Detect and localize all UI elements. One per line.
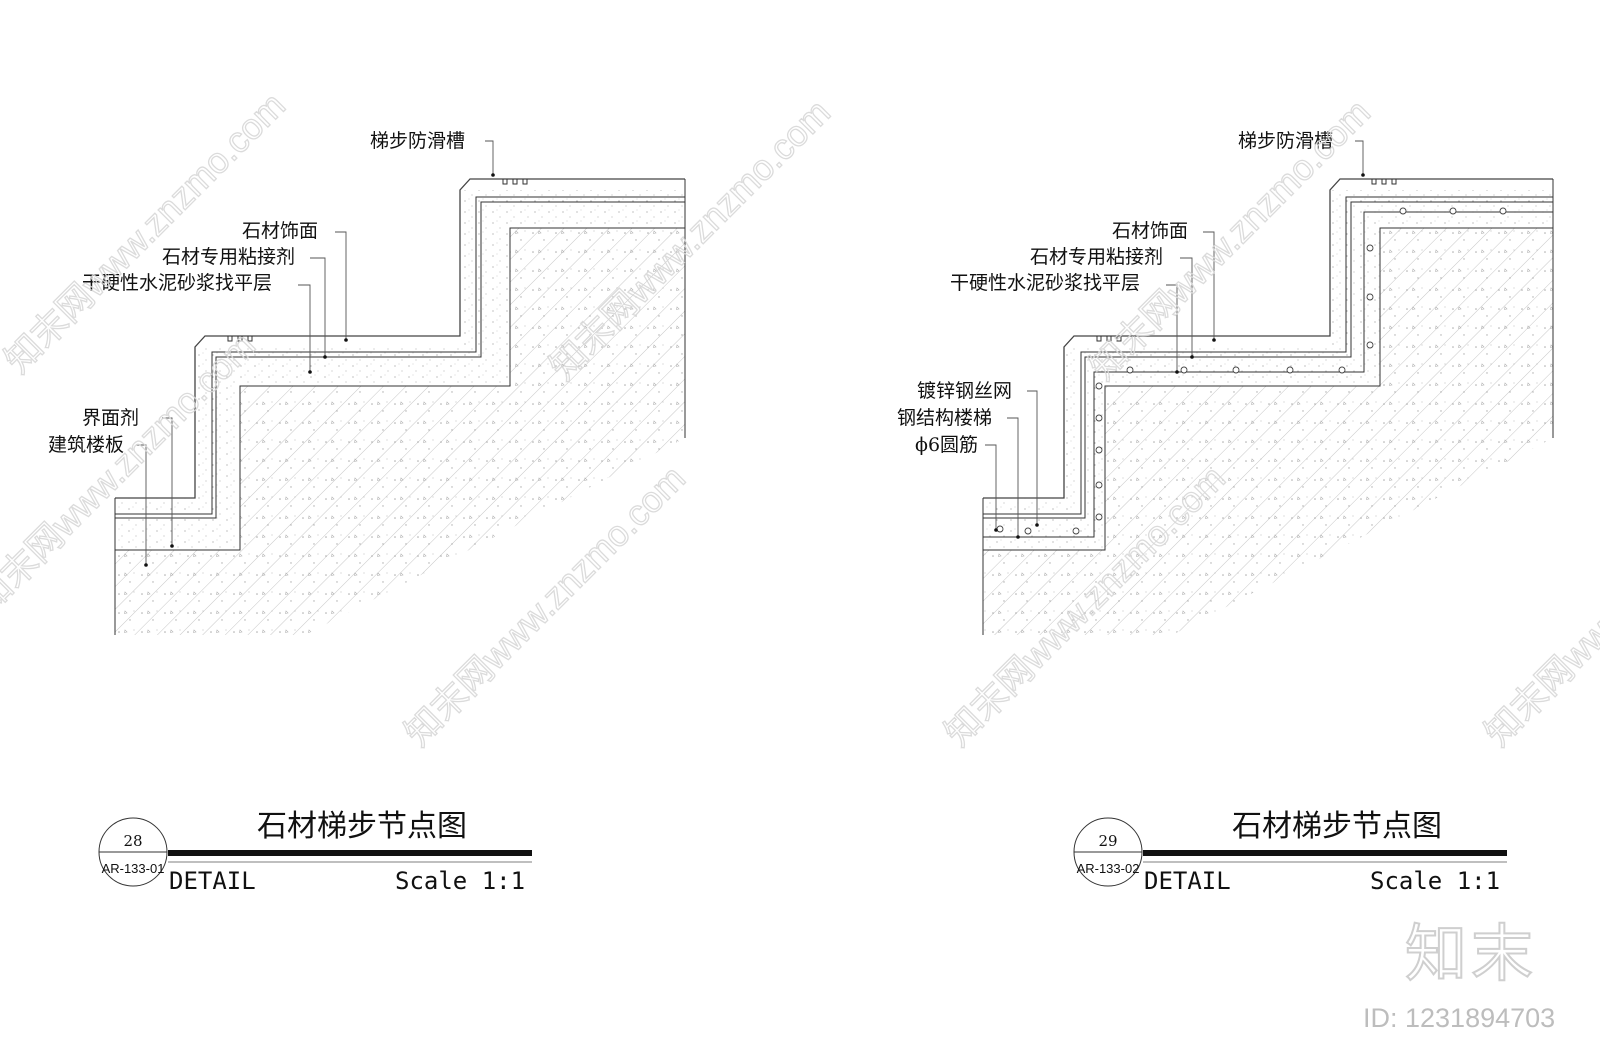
detail-number-right: 29 [1098,832,1117,850]
label-interface-agent-left: 界面剂 [82,407,139,429]
brand-logo: 知末 [1405,917,1537,990]
label-anti-slip-groove-right: 梯步防滑槽 [1238,130,1333,152]
label-stone-adhesive-right: 石材专用粘接剂 [1030,246,1163,268]
title-block-right: 29 AR-133-02 石材梯步节点图 DETAIL Scale 1:1 [1073,809,1507,895]
label-steel-stair-right: 钢结构楼梯 [897,407,992,429]
label-stone-adhesive-left: 石材专用粘接剂 [162,246,295,268]
groove-marks-right [1096,179,1397,342]
stone-outline-left [115,178,685,499]
finish-layers-right [983,190,1553,550]
leader-dots-left [144,173,495,567]
scale-text-left: Scale 1:1 [395,867,525,895]
rebar-circles-right [996,207,1507,535]
stone-outline-right [983,178,1553,499]
label-mortar-layer-left: 干硬性水泥砂浆找平层 [82,272,272,294]
label-stone-finish-left: 石材饰面 [242,220,318,242]
leader-dots-right [994,173,1365,539]
label-stone-finish-right: 石材饰面 [1112,220,1188,242]
label-building-slab-left: 建筑楼板 [48,434,124,456]
layer-line-stone-bottom-right [983,196,1553,515]
slab-dots-right [983,228,1553,635]
title-underline-left [168,850,532,856]
layer-line-stone-bottom-left [115,196,685,515]
layer-line-adhesive-left [115,201,685,519]
layer-line-mesh-right [983,211,1553,538]
title-underline-right [1143,850,1507,856]
detail-word-left: DETAIL [169,867,256,895]
detail-word-right: DETAIL [1144,867,1231,895]
sheet-reference-right: AR-133-02 [1077,861,1140,876]
label-mortar-layer-right: 干硬性水泥砂浆找平层 [950,272,1140,294]
scale-text-right: Scale 1:1 [1370,867,1500,895]
label-anti-slip-groove-left: 梯步防滑槽 [370,130,465,152]
leader-lines-right [985,140,1364,537]
leader-lines-left [136,140,494,565]
sheet-reference-left: AR-133-01 [102,861,165,876]
layer-line-adhesive-right [983,201,1553,519]
layer-line-mortar-bottom-right [983,227,1553,551]
title-block-left: 28 AR-133-01 石材梯步节点图 DETAIL Scale 1:1 [98,809,532,895]
groove-marks-left [227,179,528,342]
detail-number-left: 28 [123,832,142,850]
layer-line-mortar-bottom-left [115,227,685,551]
stair-section-drawing-left: 梯步防滑槽 石材饰面 石材专用粘接剂 干硬性水泥砂浆找平层 界面剂 建筑楼板 [48,130,686,635]
brand-corner: 知末 ID: 1231894703 [1363,916,1555,1033]
image-id-text: ID: 1231894703 [1363,1003,1555,1033]
finish-layers-left [115,190,685,550]
label-rebar-right: ϕ6圆筋 [915,434,978,456]
watermark-text: 知末网www.znzmo.com [1477,457,1600,753]
drawing-title-left: 石材梯步节点图 [257,809,467,844]
stair-section-drawing-right: 梯步防滑槽 石材饰面 石材专用粘接剂 干硬性水泥砂浆找平层 镀锌钢丝网 钢结构楼… [897,130,1554,635]
label-galvanized-mesh-right: 镀锌钢丝网 [917,380,1012,402]
drawing-title-right: 石材梯步节点图 [1232,809,1442,844]
slab-dots-left [115,228,685,635]
